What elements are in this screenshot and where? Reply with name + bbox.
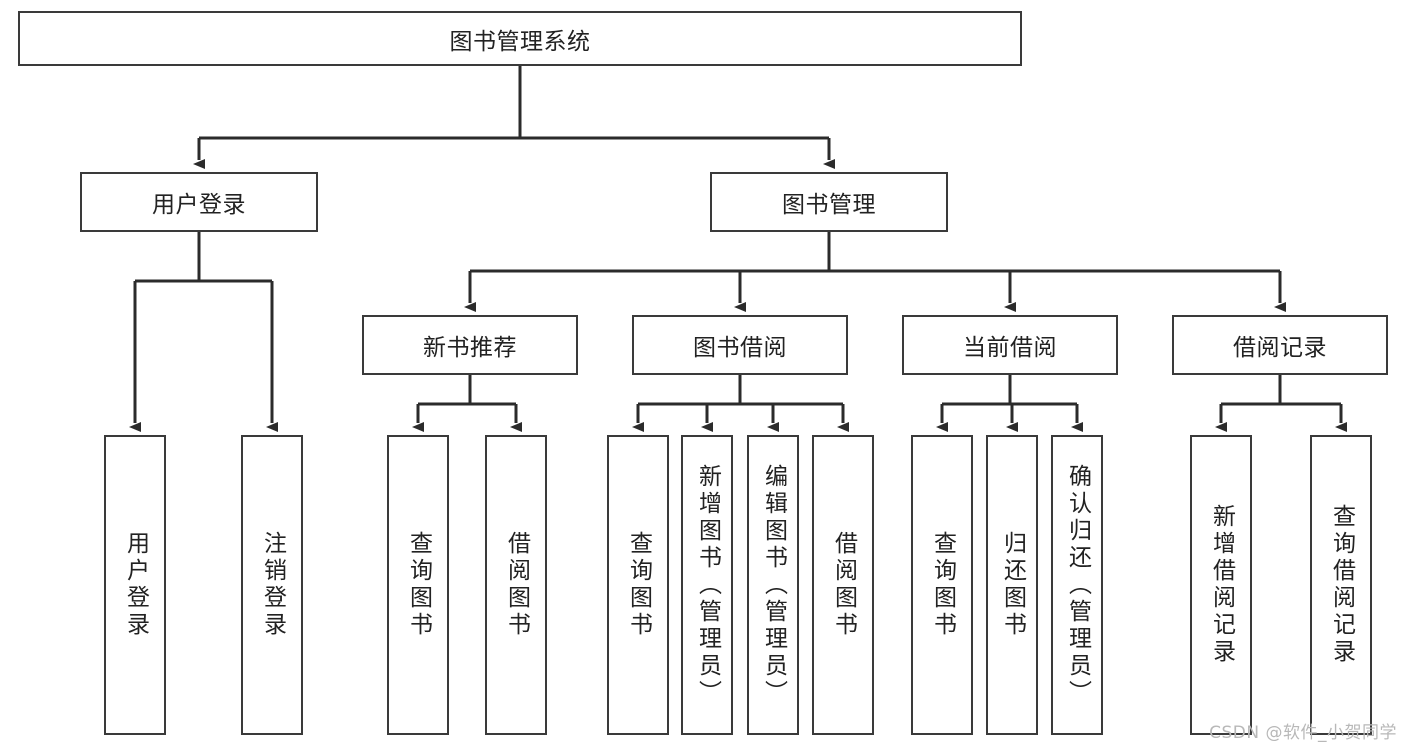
node-root-label: 图书管理系统 <box>449 28 591 55</box>
node-leaf-confirm-return[interactable]: 确认归还（管理员） <box>1051 435 1103 735</box>
node-leaf-query-book-borrow[interactable]: 查询图书 <box>607 435 669 735</box>
node-leaf-query-book-borrow-label: 查询图书 <box>625 531 652 639</box>
node-leaf-logout[interactable]: 注销登录 <box>241 435 303 735</box>
node-leaf-add-book[interactable]: 新增图书（管理员） <box>681 435 733 735</box>
node-leaf-logout-label: 注销登录 <box>259 531 286 639</box>
node-leaf-user-login-label: 用户登录 <box>122 531 149 639</box>
node-leaf-confirm-return-label: 确认归还（管理员） <box>1064 463 1091 707</box>
node-book-manage[interactable]: 图书管理 <box>710 172 948 232</box>
node-current-borrow[interactable]: 当前借阅 <box>902 315 1118 375</box>
node-book-borrow-label: 图书借阅 <box>693 335 787 361</box>
node-root[interactable]: 图书管理系统 <box>18 11 1022 66</box>
node-leaf-query-record[interactable]: 查询借阅记录 <box>1310 435 1372 735</box>
node-leaf-query-book-cur[interactable]: 查询图书 <box>911 435 973 735</box>
node-borrow-record-label: 借阅记录 <box>1233 335 1327 361</box>
node-user-login-label: 用户登录 <box>152 192 246 218</box>
node-leaf-return-book-label: 归还图书 <box>999 531 1026 639</box>
node-current-borrow-label: 当前借阅 <box>963 335 1057 361</box>
node-new-book-recommend[interactable]: 新书推荐 <box>362 315 578 375</box>
node-borrow-record[interactable]: 借阅记录 <box>1172 315 1388 375</box>
node-leaf-borrow-book-rec-label: 借阅图书 <box>503 531 530 639</box>
node-leaf-add-record-label: 新增借阅记录 <box>1208 504 1235 666</box>
node-leaf-add-record[interactable]: 新增借阅记录 <box>1190 435 1252 735</box>
node-leaf-query-book-rec-label: 查询图书 <box>405 531 432 639</box>
node-leaf-edit-book-label: 编辑图书（管理员） <box>760 463 787 707</box>
node-book-borrow[interactable]: 图书借阅 <box>632 315 848 375</box>
node-leaf-return-book[interactable]: 归还图书 <box>986 435 1038 735</box>
node-user-login[interactable]: 用户登录 <box>80 172 318 232</box>
node-leaf-borrow-book-label: 借阅图书 <box>830 531 857 639</box>
node-leaf-query-book-cur-label: 查询图书 <box>929 531 956 639</box>
node-leaf-borrow-book[interactable]: 借阅图书 <box>812 435 874 735</box>
node-leaf-borrow-book-rec[interactable]: 借阅图书 <box>485 435 547 735</box>
node-leaf-user-login[interactable]: 用户登录 <box>104 435 166 735</box>
node-leaf-add-book-label: 新增图书（管理员） <box>694 463 721 707</box>
node-book-manage-label: 图书管理 <box>782 192 876 218</box>
node-leaf-edit-book[interactable]: 编辑图书（管理员） <box>747 435 799 735</box>
node-leaf-query-book-rec[interactable]: 查询图书 <box>387 435 449 735</box>
node-leaf-query-record-label: 查询借阅记录 <box>1328 504 1355 666</box>
node-new-book-recommend-label: 新书推荐 <box>423 335 517 361</box>
